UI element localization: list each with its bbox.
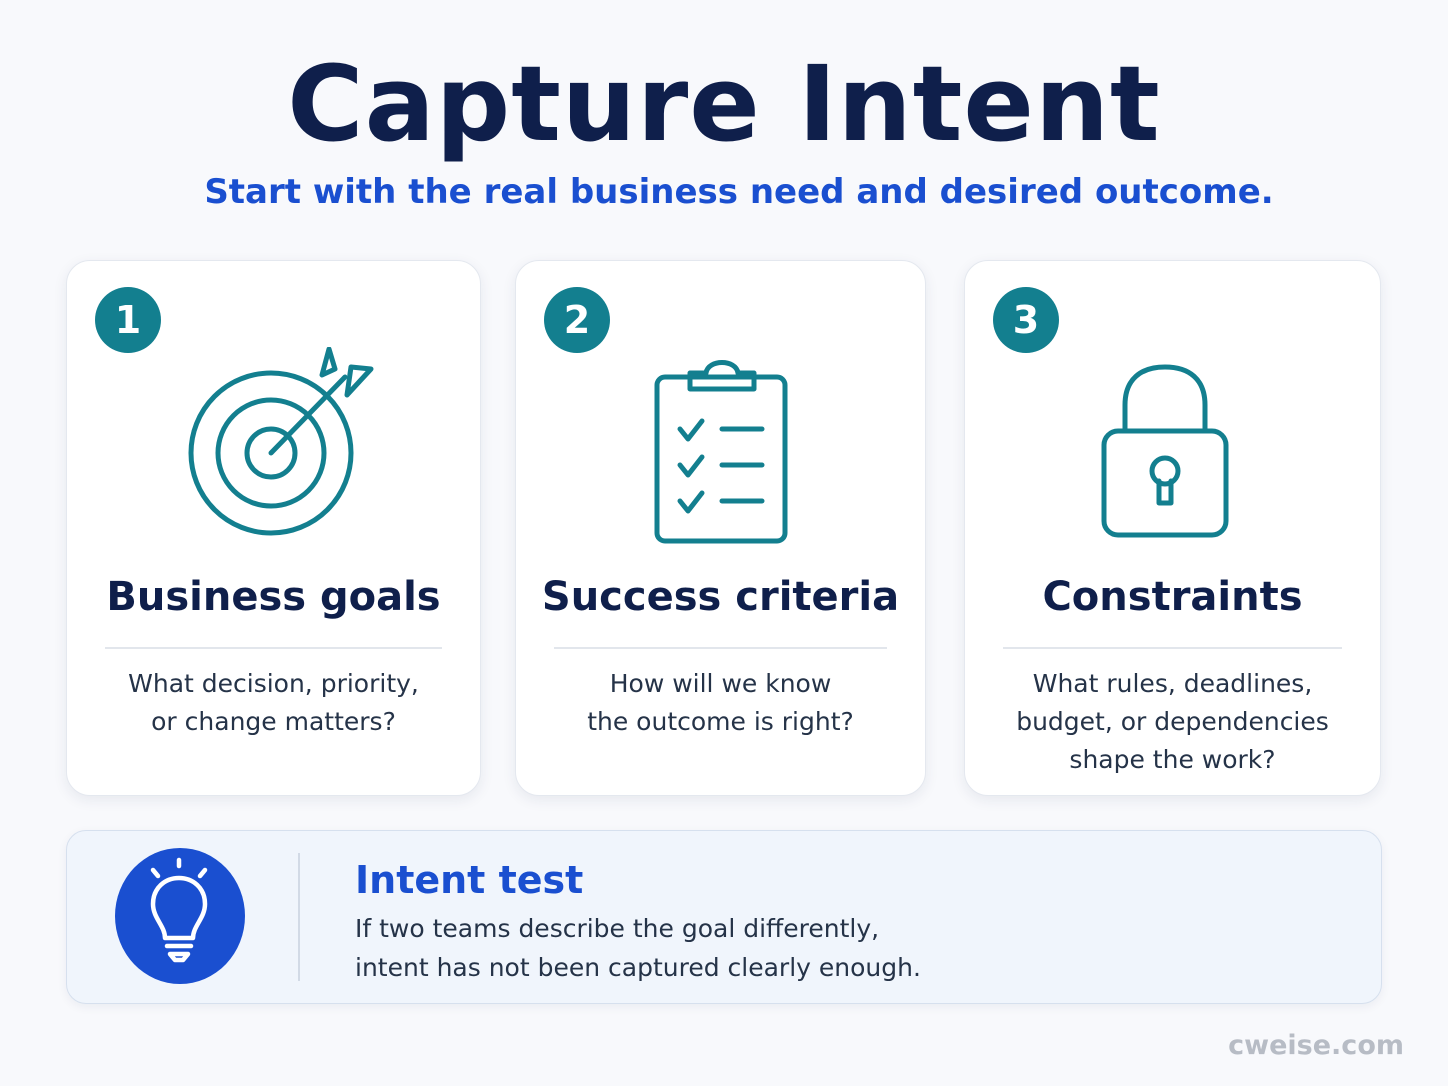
card-divider bbox=[105, 647, 442, 649]
step-badge-1: 1 bbox=[95, 287, 161, 353]
card-description-line: the outcome is right? bbox=[587, 707, 854, 736]
step-badge-3: 3 bbox=[993, 287, 1059, 353]
intent-test-line: intent has not been captured clearly eno… bbox=[355, 953, 921, 982]
intent-test-line: If two teams describe the goal different… bbox=[355, 914, 880, 943]
card-description: What decision, priority, or change matte… bbox=[87, 665, 460, 741]
padlock-icon bbox=[1101, 364, 1229, 538]
card-title: Constraints bbox=[1042, 574, 1303, 620]
watermark: cweise.com bbox=[1228, 1030, 1404, 1061]
lightbulb-icon bbox=[150, 857, 208, 963]
page-title: Capture Intent bbox=[287, 43, 1161, 165]
card-description-line: How will we know bbox=[609, 669, 832, 698]
lightbulb-badge bbox=[115, 848, 245, 984]
panel-divider bbox=[298, 853, 300, 981]
card-divider bbox=[554, 647, 887, 649]
card-description-line: shape the work? bbox=[1069, 745, 1276, 774]
target-icon bbox=[188, 347, 374, 536]
card-constraints: 3 Constraints What rules, deadlines, bud… bbox=[964, 260, 1381, 796]
step-badge-2: 2 bbox=[544, 287, 610, 353]
card-description-line: What rules, deadlines, bbox=[1032, 669, 1313, 698]
card-business-goals: 1 Business goals What decision, priority… bbox=[66, 260, 481, 796]
intent-test-panel: Intent test If two teams describe the go… bbox=[66, 830, 1382, 1004]
card-description-line: or change matters? bbox=[151, 707, 396, 736]
intent-test-title: Intent test bbox=[355, 858, 584, 902]
card-title: Business goals bbox=[106, 574, 441, 620]
card-title: Success criteria bbox=[541, 574, 900, 620]
card-description: What rules, deadlines, budget, or depend… bbox=[985, 665, 1360, 779]
clipboard-checklist-icon bbox=[654, 360, 788, 544]
card-success-criteria: 2 Success criteria How will we know the … bbox=[515, 260, 926, 796]
page-subtitle: Start with the real business need and de… bbox=[204, 172, 1274, 212]
intent-test-text: If two teams describe the goal different… bbox=[355, 909, 921, 987]
card-description: How will we know the outcome is right? bbox=[536, 665, 905, 741]
card-description-line: What decision, priority, bbox=[128, 669, 419, 698]
card-divider bbox=[1003, 647, 1342, 649]
card-description-line: budget, or dependencies bbox=[1016, 707, 1329, 736]
